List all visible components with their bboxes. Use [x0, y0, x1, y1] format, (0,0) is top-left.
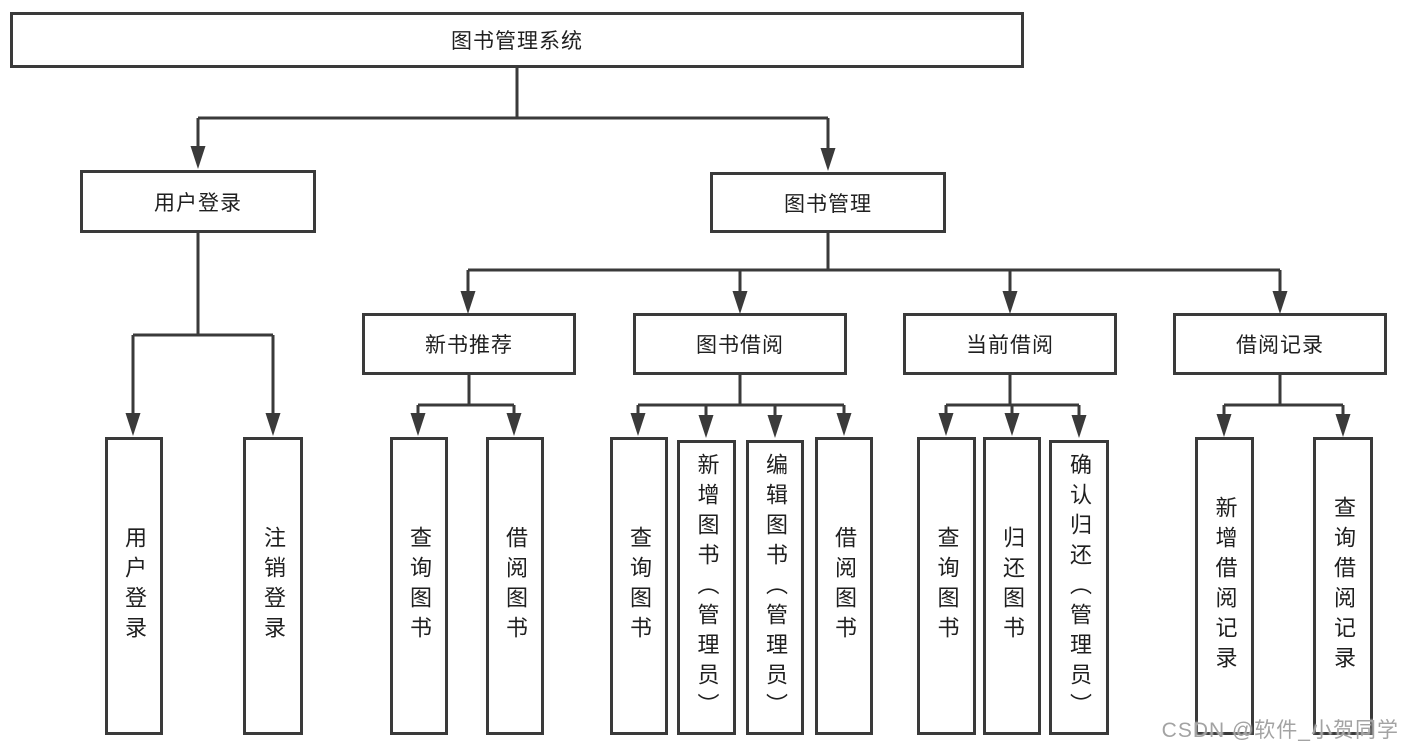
node-leaf-cb-query-books-label: 查询图书: [934, 526, 960, 646]
node-leaf-cb-return-books: 归还图书: [983, 437, 1041, 735]
node-leaf-br-query-record: 查询借阅记录: [1313, 437, 1373, 735]
node-leaf-nb-query-books: 查询图书: [390, 437, 448, 735]
node-leaf-bb-borrow-books: 借阅图书: [815, 437, 873, 735]
node-book-borrowing-label: 图书借阅: [696, 334, 784, 357]
node-leaf-bb-edit-books: 编辑图书（管理员）: [746, 440, 804, 735]
watermark: CSDN @软件_小贺同学: [1161, 719, 1399, 742]
node-root-label: 图书管理系统: [451, 30, 583, 53]
node-leaf-bb-add-books: 新增图书（管理员）: [677, 440, 736, 735]
node-leaf-bb-borrow-books-label: 借阅图书: [832, 526, 857, 646]
node-leaf-bb-add-books-label: 新增图书（管理员）: [694, 452, 720, 723]
node-leaf-user-login: 用户登录: [105, 437, 163, 735]
node-leaf-user-login-label: 用户登录: [122, 526, 147, 646]
node-current-borrowing: 当前借阅: [903, 313, 1117, 375]
node-leaf-bb-edit-books-label: 编辑图书（管理员）: [763, 452, 788, 723]
node-leaf-cb-return-books-label: 归还图书: [1000, 526, 1025, 646]
node-leaf-logout-label: 注销登录: [261, 526, 286, 646]
node-book-management-label: 图书管理: [784, 192, 872, 216]
node-new-book-recommend-label: 新书推荐: [425, 334, 513, 357]
node-new-book-recommend: 新书推荐: [362, 313, 576, 375]
node-leaf-nb-query-books-label: 查询图书: [407, 526, 432, 646]
node-leaf-bb-query-books-label: 查询图书: [627, 526, 652, 646]
node-root: 图书管理系统: [10, 12, 1024, 68]
node-leaf-nb-borrow-books-label: 借阅图书: [503, 526, 528, 646]
node-leaf-cb-query-books: 查询图书: [917, 437, 976, 735]
node-leaf-br-add-record-label: 新增借阅记录: [1212, 496, 1238, 676]
node-leaf-logout: 注销登录: [243, 437, 303, 735]
node-leaf-br-query-record-label: 查询借阅记录: [1331, 496, 1356, 676]
node-leaf-cb-confirm-return-label: 确认归还（管理员）: [1067, 452, 1092, 723]
node-current-borrowing-label: 当前借阅: [966, 334, 1054, 357]
node-leaf-cb-confirm-return: 确认归还（管理员）: [1049, 440, 1109, 735]
node-book-borrowing: 图书借阅: [633, 313, 847, 375]
node-leaf-nb-borrow-books: 借阅图书: [486, 437, 544, 735]
node-leaf-br-add-record: 新增借阅记录: [1195, 437, 1254, 735]
node-borrow-records-label: 借阅记录: [1236, 334, 1324, 357]
node-user-login: 用户登录: [80, 170, 316, 233]
node-book-management: 图书管理: [710, 172, 946, 233]
node-user-login-label: 用户登录: [154, 191, 242, 215]
node-leaf-bb-query-books: 查询图书: [610, 437, 668, 735]
node-borrow-records: 借阅记录: [1173, 313, 1387, 375]
